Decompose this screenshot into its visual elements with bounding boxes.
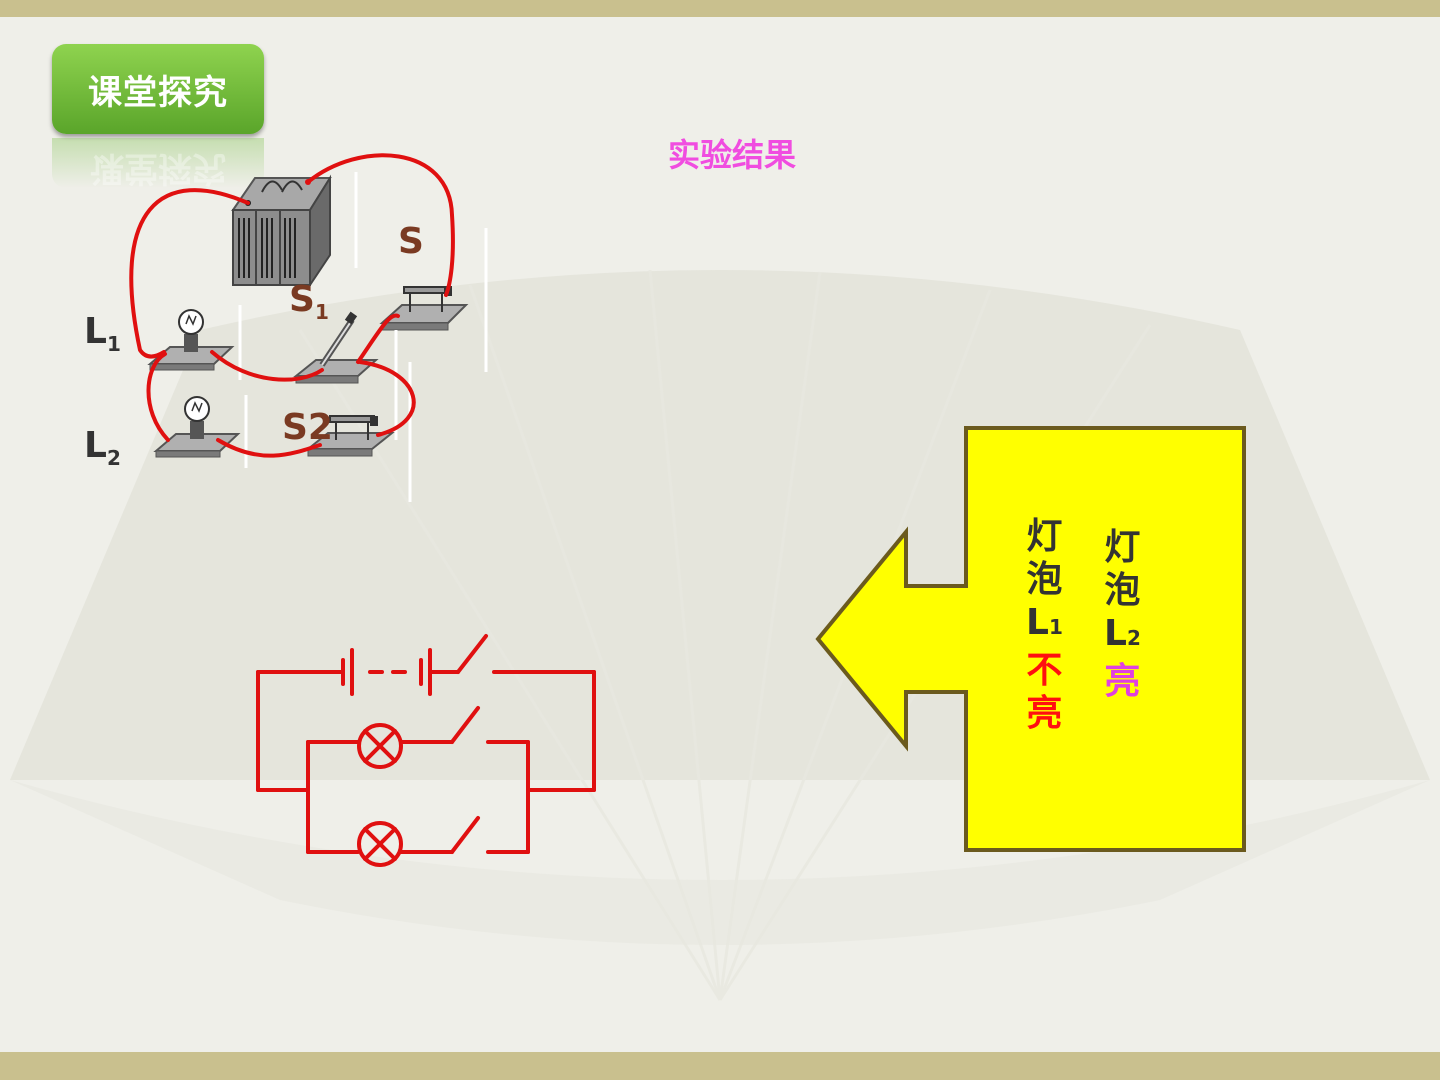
- switch-s2-icon: [305, 415, 395, 457]
- bottom-band: [0, 1052, 1440, 1080]
- top-band: [0, 0, 1440, 17]
- result-lamp-l2-text: 灯 泡 L2 亮: [1104, 527, 1141, 702]
- badge-reflection: 课堂探究: [52, 138, 264, 188]
- label-switch-s2: S2: [282, 407, 333, 448]
- section-badge: 课堂探究: [52, 44, 264, 134]
- result-title: 实验结果: [668, 136, 797, 174]
- result-lamp-l1-text: 灯 泡 L1 不 亮: [1026, 516, 1063, 734]
- battery-icon: [231, 174, 332, 289]
- label-lamp-l1: L1: [84, 311, 121, 356]
- label-switch-s: S: [398, 221, 424, 262]
- label-switch-s1: S1: [289, 279, 329, 324]
- label-lamp-l2: L2: [84, 425, 121, 470]
- switch-s1-icon: [293, 311, 379, 384]
